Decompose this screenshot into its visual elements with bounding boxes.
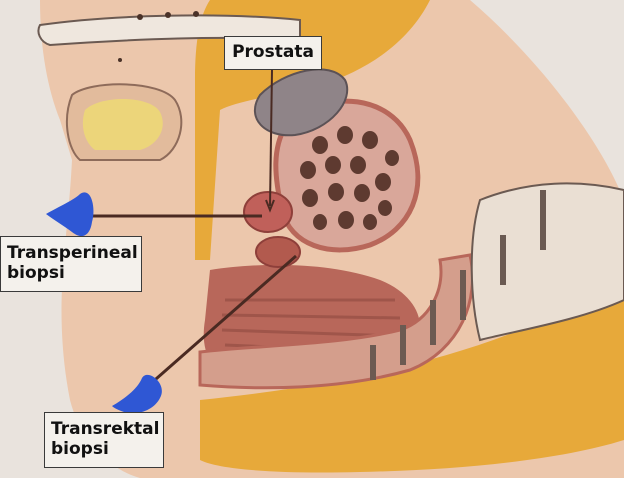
fat-lower: [200, 290, 624, 473]
prostate-lower: [255, 236, 301, 268]
prostata-label-text: Prostata: [232, 42, 314, 62]
sacrum-bone: [470, 182, 624, 342]
transperineal-label-line1: Transperineal: [7, 243, 138, 263]
bladder-cells: [300, 126, 399, 230]
transrektal-biopsy-label: Transrektal biopsi: [44, 412, 164, 468]
transrektal-probe: [112, 374, 162, 414]
prostate-gland: [243, 191, 293, 233]
transrektal-needle-line: [147, 254, 297, 388]
transrektal-label-line1: Transrektal: [51, 419, 160, 439]
muscle-striations: [221, 298, 401, 354]
seminal-vesicle: [254, 68, 348, 137]
transperineal-label-line2: biopsi: [7, 263, 65, 283]
pubic-bone-inner: [82, 98, 163, 150]
prostata-pointer-line: [269, 69, 273, 207]
urethra-dots: [118, 11, 199, 62]
transperineal-biopsy-label: Transperineal biopsi: [0, 236, 142, 292]
prostata-pointer-arrow: [265, 199, 275, 213]
vertebra-marks: [370, 190, 546, 380]
prostata-label: Prostata: [224, 36, 322, 70]
transrektal-label-line2: biopsi: [51, 439, 109, 459]
transperineal-probe: [46, 192, 94, 237]
